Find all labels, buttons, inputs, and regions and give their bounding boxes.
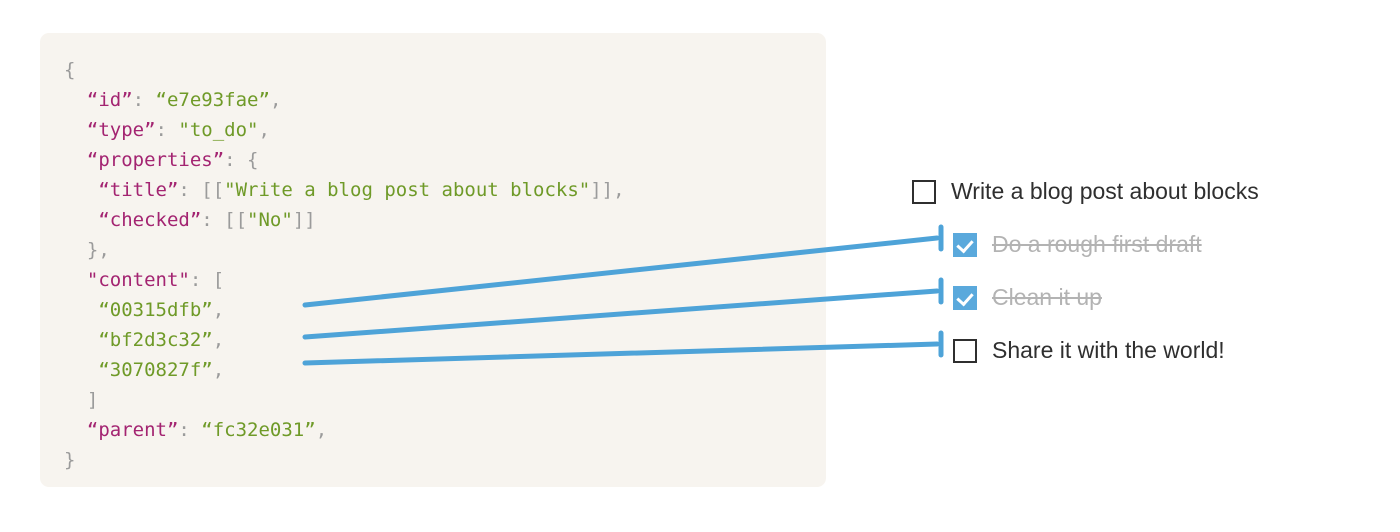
code-token-k: “parent” bbox=[86, 419, 179, 441]
code-line: “00315dfb”, bbox=[64, 295, 625, 325]
todo-row[interactable]: Do a rough first draft bbox=[908, 218, 1328, 271]
todo-checklist: Write a blog post about blocks Do a rough… bbox=[908, 165, 1328, 377]
code-token-k: "content" bbox=[86, 269, 190, 291]
code-line: }, bbox=[64, 235, 625, 265]
code-token-s: “fc32e031” bbox=[201, 419, 316, 441]
json-code-panel: { “id”: “e7e93fae”, “type”: "to_do", “pr… bbox=[40, 33, 826, 487]
code-token-p bbox=[64, 359, 98, 381]
code-token-s: “e7e93fae” bbox=[155, 89, 270, 111]
code-token-p: : bbox=[132, 89, 156, 111]
code-token-p bbox=[64, 269, 87, 291]
code-token-s: “3070827f” bbox=[98, 359, 213, 381]
code-token-k: “id” bbox=[86, 89, 133, 111]
json-code-listing: { “id”: “e7e93fae”, “type”: "to_do", “pr… bbox=[64, 55, 625, 475]
code-line: “type”: "to_do", bbox=[64, 115, 625, 145]
code-token-p bbox=[64, 329, 98, 351]
code-token-p: : bbox=[178, 419, 202, 441]
code-token-p: : [[ bbox=[178, 179, 225, 201]
code-token-p: } bbox=[64, 449, 76, 471]
code-token-s: “00315dfb” bbox=[98, 299, 213, 321]
code-token-p: , bbox=[269, 89, 282, 111]
code-token-k: “type” bbox=[86, 119, 156, 141]
todo-row[interactable]: Clean it up bbox=[908, 271, 1328, 324]
code-line: “id”: “e7e93fae”, bbox=[64, 85, 625, 115]
code-line: “bf2d3c32”, bbox=[64, 325, 625, 355]
code-line: “3070827f”, bbox=[64, 355, 625, 385]
code-token-k: “properties” bbox=[86, 149, 225, 171]
code-token-p bbox=[64, 209, 98, 231]
code-token-p bbox=[64, 299, 98, 321]
code-token-p: { bbox=[64, 59, 76, 81]
code-token-s: "Write a blog post about blocks" bbox=[224, 179, 591, 201]
todo-label[interactable]: Clean it up bbox=[992, 284, 1102, 310]
checkbox-checked-icon[interactable] bbox=[953, 285, 977, 310]
code-token-s: “bf2d3c32” bbox=[98, 329, 213, 351]
code-token-p: , bbox=[258, 119, 270, 141]
code-token-s: "to_do" bbox=[178, 119, 259, 141]
code-line: { bbox=[64, 55, 625, 85]
code-token-p: , bbox=[212, 359, 225, 381]
code-line: ] bbox=[64, 385, 625, 415]
code-token-p: ]] bbox=[292, 209, 316, 231]
todo-row[interactable]: Write a blog post about blocks bbox=[908, 165, 1328, 218]
code-token-p: }, bbox=[64, 239, 110, 261]
code-token-p: : bbox=[155, 119, 179, 141]
checkbox-checked-icon[interactable] bbox=[953, 232, 977, 257]
code-token-k: “checked” bbox=[98, 209, 202, 231]
code-token-p bbox=[64, 419, 87, 441]
code-token-p bbox=[64, 179, 98, 201]
code-token-p: , bbox=[212, 329, 225, 351]
code-token-k: “title” bbox=[98, 179, 179, 201]
code-token-p: ] bbox=[64, 389, 99, 411]
code-line: “checked”: [["No"]] bbox=[64, 205, 625, 235]
checkbox-unchecked-icon[interactable] bbox=[953, 338, 977, 363]
todo-label[interactable]: Write a blog post about blocks bbox=[951, 178, 1259, 204]
code-token-p: : { bbox=[224, 149, 259, 171]
checkbox-unchecked-icon[interactable] bbox=[912, 179, 936, 204]
code-line: "content": [ bbox=[64, 265, 625, 295]
code-token-s: "No" bbox=[247, 209, 293, 231]
code-token-p bbox=[64, 89, 87, 111]
code-token-p: , bbox=[212, 299, 225, 321]
code-token-p bbox=[64, 119, 87, 141]
code-token-p: ]], bbox=[590, 179, 625, 201]
todo-label[interactable]: Share it with the world! bbox=[992, 337, 1225, 363]
code-token-p bbox=[64, 149, 87, 171]
todo-row[interactable]: Share it with the world! bbox=[908, 324, 1328, 377]
code-line: “title”: [["Write a blog post about bloc… bbox=[64, 175, 625, 205]
code-line: “properties”: { bbox=[64, 145, 625, 175]
todo-label[interactable]: Do a rough first draft bbox=[992, 231, 1202, 257]
code-token-p: : [ bbox=[189, 269, 225, 291]
code-token-p: : [[ bbox=[201, 209, 248, 231]
code-token-p: , bbox=[315, 419, 328, 441]
code-line: } bbox=[64, 445, 625, 475]
code-line: “parent”: “fc32e031”, bbox=[64, 415, 625, 445]
